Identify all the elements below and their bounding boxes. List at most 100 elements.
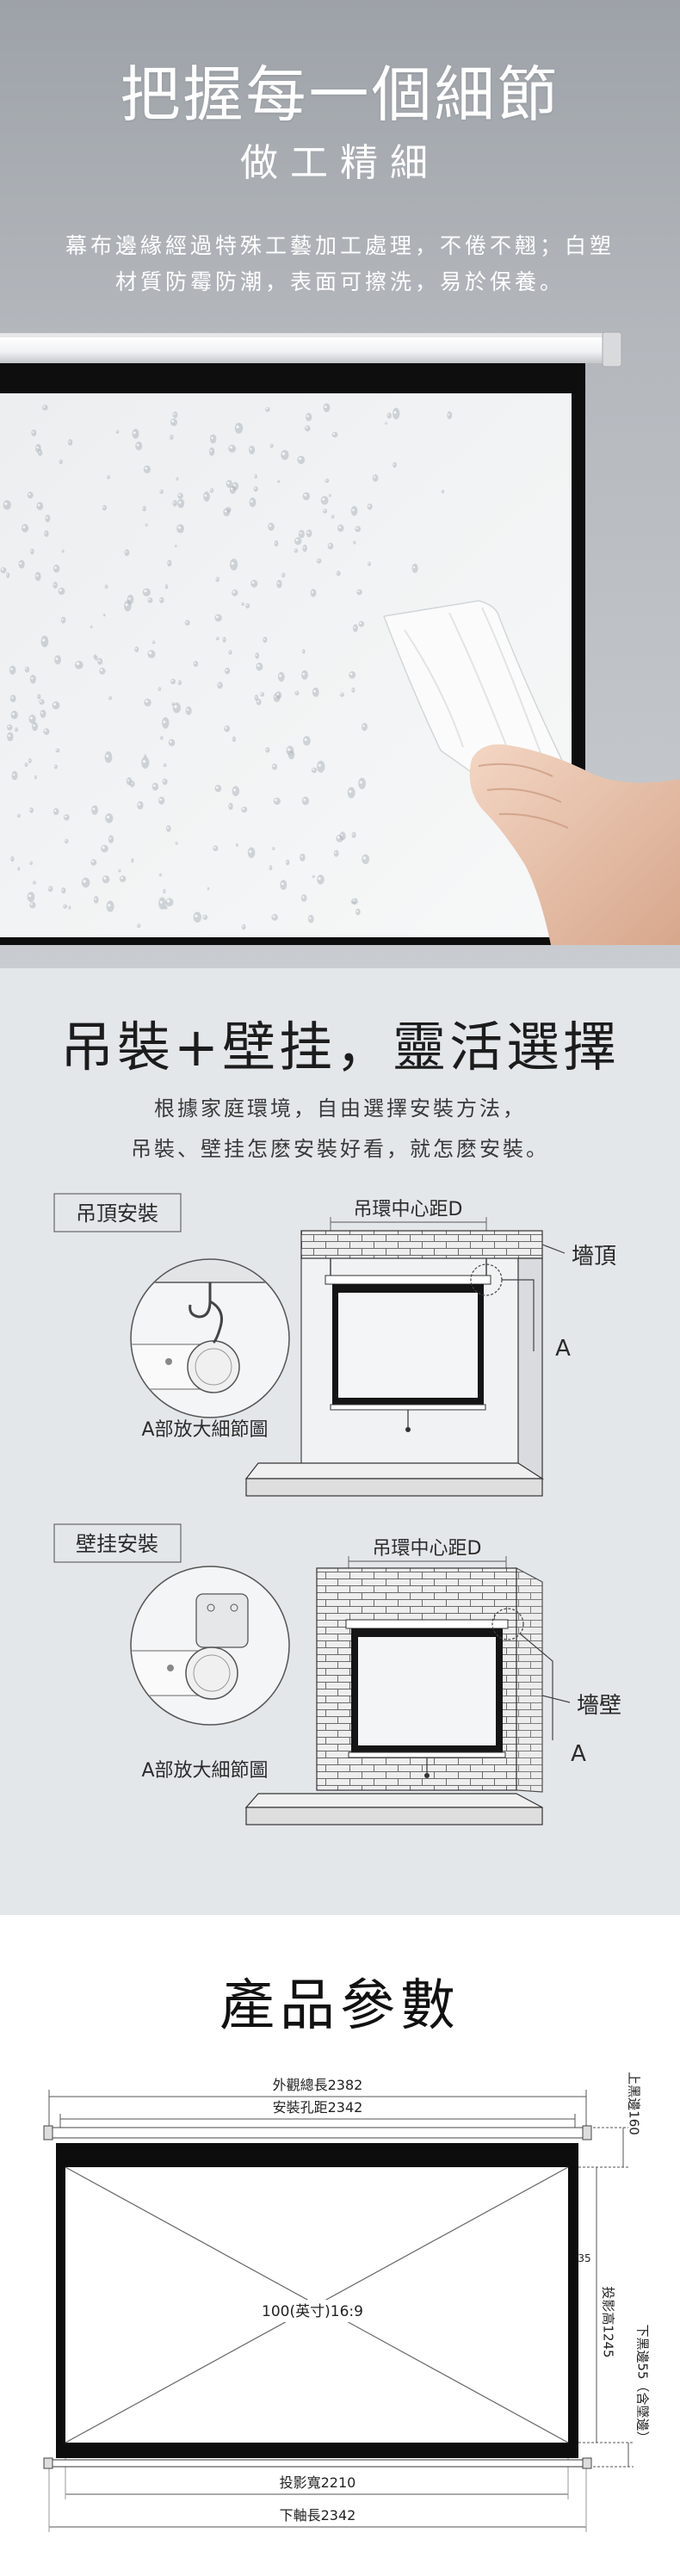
water-drop bbox=[24, 762, 28, 768]
water-drop-highlight bbox=[242, 925, 244, 928]
water-drop bbox=[10, 710, 18, 720]
finger-lines bbox=[478, 763, 569, 829]
floor-front bbox=[245, 1478, 543, 1497]
water-drop bbox=[3, 500, 11, 510]
water-drop-highlight bbox=[287, 748, 291, 751]
water-drop bbox=[286, 859, 290, 866]
water-drop bbox=[170, 678, 176, 684]
water-drop-highlight bbox=[368, 504, 370, 508]
water-drop-highlight bbox=[148, 598, 151, 601]
water-drop-highlight bbox=[173, 413, 176, 416]
water-drop-highlight bbox=[250, 500, 253, 503]
water-drop-highlight bbox=[92, 807, 96, 811]
water-drop bbox=[209, 434, 217, 444]
water-drop-highlight bbox=[10, 668, 13, 670]
water-drop bbox=[165, 898, 174, 907]
water-drop bbox=[131, 858, 134, 863]
water-drop bbox=[202, 914, 208, 920]
water-drop bbox=[105, 813, 114, 824]
water-drop-highlight bbox=[249, 849, 252, 853]
water-drop bbox=[230, 559, 238, 571]
water-drop bbox=[93, 896, 99, 904]
water-drop-highlight bbox=[340, 693, 343, 695]
water-drop-highlight bbox=[229, 805, 232, 806]
side-wall bbox=[517, 1257, 543, 1481]
water-drop bbox=[147, 650, 156, 658]
water-drop-highlight bbox=[143, 507, 145, 510]
water-drop bbox=[303, 736, 311, 746]
installation-description-line: 吊裝、壁挂怎麽安裝好看，就怎麽安裝。 bbox=[131, 1137, 549, 1161]
water-drop-highlight bbox=[28, 894, 32, 898]
water-drop bbox=[385, 422, 387, 425]
water-drop bbox=[441, 490, 445, 494]
water-drop bbox=[115, 429, 120, 434]
water-drop-highlight bbox=[355, 527, 358, 529]
water-drop-highlight bbox=[127, 779, 130, 781]
roller-rail bbox=[0, 333, 604, 337]
water-drop-highlight bbox=[277, 582, 280, 584]
water-drop bbox=[355, 908, 361, 916]
water-drop-highlight bbox=[231, 487, 233, 491]
water-drop-highlight bbox=[387, 414, 390, 416]
water-drop-highlight bbox=[38, 451, 40, 454]
water-drop bbox=[142, 505, 146, 512]
water-drop-highlight bbox=[300, 532, 302, 534]
installation-diagrams: 吊頂安裝 A部放大細節圖 吊環中心距D bbox=[53, 1193, 621, 1825]
water-drop-highlight bbox=[59, 460, 61, 462]
bottom-bar-end-cap bbox=[43, 2457, 53, 2469]
water-drop-highlight bbox=[118, 869, 120, 871]
water-drop-highlight bbox=[98, 659, 101, 662]
water-drop-highlight bbox=[325, 479, 327, 481]
water-drop-highlight bbox=[159, 900, 163, 904]
water-drop bbox=[119, 875, 127, 882]
water-drop-highlight bbox=[322, 497, 325, 501]
water-drop-highlight bbox=[133, 431, 136, 435]
water-drop bbox=[170, 418, 177, 426]
water-drop bbox=[362, 722, 368, 732]
wall-detail-view bbox=[132, 1567, 288, 1724]
water-drop-highlight bbox=[177, 526, 181, 529]
wall-tag-label: 壁挂安裝 bbox=[76, 1532, 158, 1556]
water-drop-highlight bbox=[295, 539, 299, 541]
water-drop-highlight bbox=[76, 662, 80, 665]
water-drop-highlight bbox=[359, 622, 362, 625]
water-drop bbox=[108, 696, 112, 701]
water-drop-highlight bbox=[337, 571, 339, 574]
water-drop bbox=[158, 796, 165, 805]
water-drop-highlight bbox=[121, 876, 123, 880]
water-drop bbox=[260, 692, 265, 697]
size-label-background bbox=[257, 2300, 368, 2322]
water-drop-highlight bbox=[152, 641, 154, 643]
roller-end-cap bbox=[582, 2125, 592, 2140]
water-drop bbox=[234, 423, 244, 434]
water-drop-highlight bbox=[116, 430, 118, 432]
hook-icon bbox=[189, 1282, 223, 1344]
bottom-bar bbox=[48, 2459, 587, 2468]
water-drop-highlight bbox=[295, 691, 298, 694]
water-drop bbox=[15, 727, 18, 732]
water-drop bbox=[358, 777, 366, 789]
wall-tag-box bbox=[53, 1523, 182, 1563]
water-drop bbox=[241, 602, 244, 606]
water-drop bbox=[352, 624, 358, 633]
water-drop bbox=[22, 523, 29, 533]
water-drop bbox=[177, 492, 183, 499]
projector-screen-roller bbox=[345, 1619, 509, 1629]
water-drop bbox=[16, 813, 21, 818]
water-drop bbox=[18, 559, 25, 569]
water-drop bbox=[55, 748, 60, 753]
water-drop bbox=[229, 485, 237, 494]
water-drop bbox=[307, 914, 314, 924]
screen-photo bbox=[0, 0, 680, 968]
water-drop bbox=[214, 784, 222, 793]
water-drop-highlight bbox=[294, 549, 296, 551]
water-drop-highlight bbox=[178, 681, 180, 683]
water-drop bbox=[58, 587, 65, 596]
hand-with-tissue bbox=[382, 600, 680, 945]
water-drop-highlight bbox=[25, 668, 28, 670]
water-drop bbox=[151, 640, 156, 645]
water-drop-highlight bbox=[109, 837, 112, 840]
water-drop bbox=[168, 738, 176, 747]
water-drop-highlight bbox=[269, 524, 272, 528]
water-drop-highlight bbox=[270, 444, 272, 446]
